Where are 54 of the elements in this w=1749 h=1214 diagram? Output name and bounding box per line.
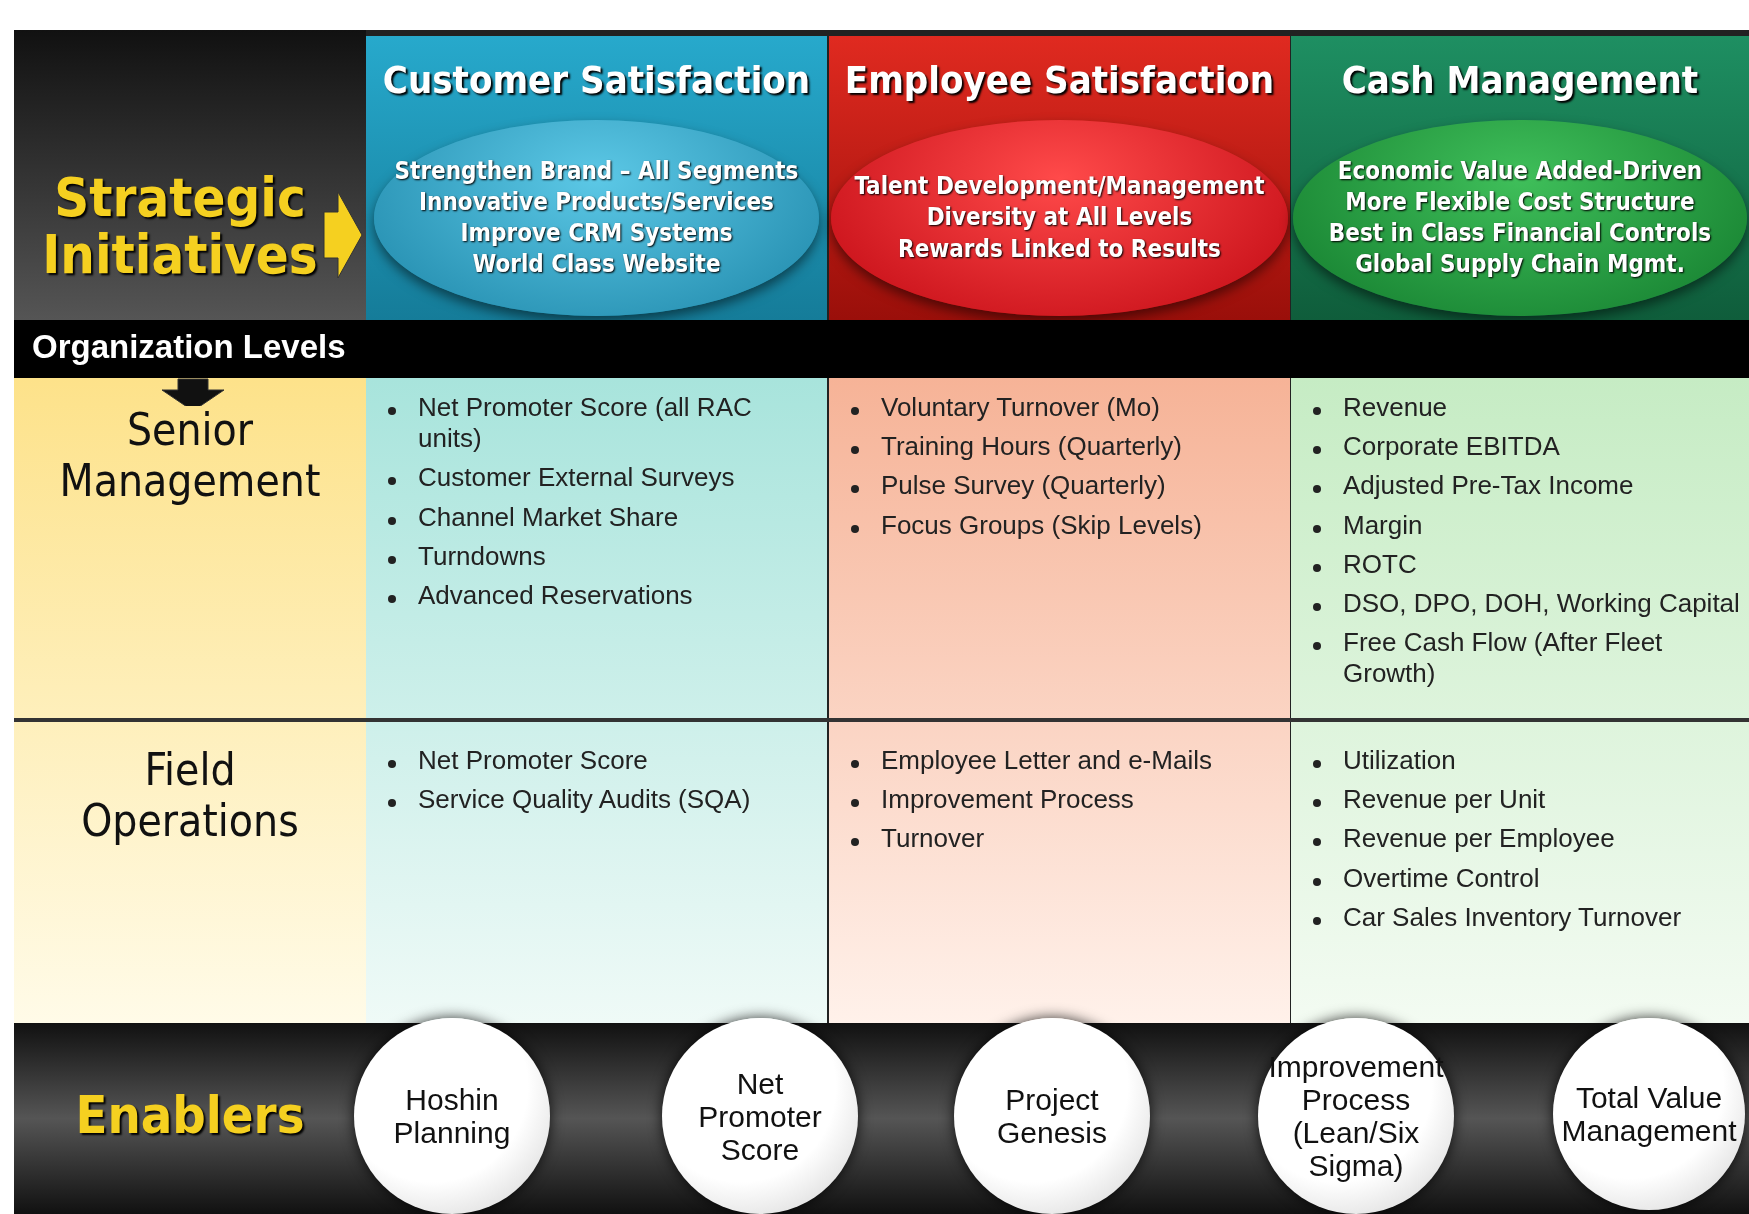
initiative-text: Strengthen Brand – All Segments: [394, 158, 799, 184]
column-title: Employee Satisfaction: [844, 58, 1275, 102]
metric-text: ROTC: [1343, 548, 1417, 579]
metric-text: Margin: [1343, 509, 1423, 540]
enabler-text: Hoshin Planning: [392, 1083, 512, 1149]
enabler-text: Net Promoter Score: [697, 1066, 823, 1166]
metric-text: Turndowns: [418, 540, 546, 571]
metric-text: Revenue per Unit: [1343, 784, 1546, 815]
metric-text: Channel Market Share: [418, 501, 679, 532]
initiative-text: More Flexible Cost Structure: [1345, 189, 1695, 215]
metric-text: Pulse Survey (Quarterly): [881, 470, 1166, 501]
row-heading: Field Operations: [80, 745, 300, 847]
metric-text: Focus Groups (Skip Levels): [881, 509, 1202, 540]
initiative-text: Economic Value Added-Driven: [1337, 158, 1703, 184]
metric-text: Training Hours (Quarterly): [881, 431, 1182, 462]
metric-text: Voluntary Turnover (Mo): [881, 392, 1160, 422]
enabler-text: Total Value Management: [1561, 1081, 1737, 1147]
metric-text: Car Sales Inventory Turnover: [1343, 901, 1682, 932]
column-header: [829, 36, 1290, 320]
row-heading: Senior Management: [58, 405, 322, 507]
metric-text: Employee Letter and e-Mails: [881, 745, 1212, 775]
metric-text: Turnover: [881, 823, 985, 854]
column-title: Customer Satisfaction: [382, 58, 811, 102]
metric-text: Improvement Process: [881, 784, 1134, 815]
section-heading-bar: Organization Levels: [14, 320, 1749, 378]
metric-text: Corporate EBITDA: [1343, 431, 1560, 462]
initiative-text: World Class Website: [472, 252, 721, 278]
metric-text: Overtime Control: [1343, 862, 1540, 893]
column-header: [1291, 36, 1749, 320]
metric-text: Net Promoter Score: [418, 745, 648, 775]
metric-text: Net Promoter Score (all RAC units): [418, 392, 752, 454]
initiative-text: Improve CRM Systems: [460, 221, 733, 247]
metric-text: Adjusted Pre-Tax Income: [1343, 470, 1634, 501]
section-heading: Strategic Initiatives: [41, 170, 319, 284]
metric-text: Revenue per Employee: [1343, 823, 1615, 854]
metric-text: Service Quality Audits (SQA): [418, 784, 751, 815]
column-title: Cash Management: [1341, 58, 1699, 102]
metric-text: Utilization: [1343, 745, 1456, 775]
initiative-text: Global Supply Chain Mgmt.: [1355, 252, 1685, 278]
initiative-text: Talent Development/Management: [854, 174, 1265, 200]
metric-text: DSO, DPO, DOH, Working Capital: [1343, 587, 1740, 618]
initiative-text: Innovative Products/Services: [419, 189, 774, 215]
metric-text: Advanced Reservations: [418, 579, 693, 610]
metric-text: Customer External Surveys: [418, 462, 735, 493]
initiative-text: Diversity at All Levels: [926, 205, 1193, 231]
initiatives-ellipse: [831, 120, 1288, 316]
section-heading: Enablers: [74, 1085, 306, 1145]
metric-text: Revenue: [1343, 392, 1448, 422]
enabler-text: Improvement Process (Lean/Six Sigma): [1268, 1050, 1444, 1182]
metric-text: Free Cash Flow (After Fleet Growth): [1343, 627, 1663, 689]
enabler-text: Project Genesis: [995, 1083, 1109, 1149]
column-header: [366, 36, 827, 320]
initiative-text: Best in Class Financial Controls: [1328, 221, 1712, 247]
initiative-text: Rewards Linked to Results: [898, 236, 1221, 262]
